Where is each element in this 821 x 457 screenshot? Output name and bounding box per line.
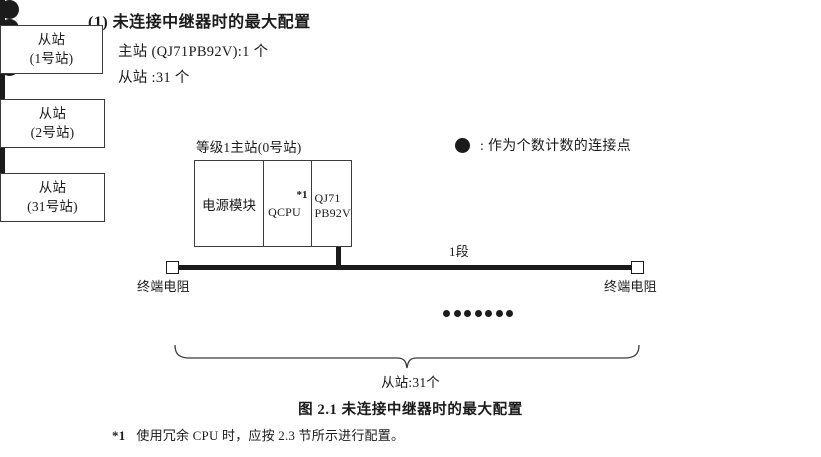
rack-cell-power-supply: 电源模块 — [195, 161, 265, 246]
terminator-left-icon — [166, 261, 179, 274]
ellipsis-dot-3 — [464, 310, 471, 317]
slave-count-brace — [174, 344, 640, 369]
ellipsis-dot-7 — [506, 310, 513, 317]
section-line-slave: 从站 :31 个 — [118, 70, 190, 86]
slave-ellipsis — [443, 310, 513, 317]
bus-segment-label: 1段 — [449, 244, 469, 259]
ellipsis-dot-5 — [485, 310, 492, 317]
slave-stations-layer: 从站 (1号站) 从站 (2号站) 从站 (31号站) — [0, 0, 105, 222]
figure-caption: 图 2.1 未连接中继器时的最大配置 — [298, 402, 523, 418]
master-rack-caption: 等级1主站(0号站) — [196, 140, 302, 155]
ellipsis-dot-2 — [453, 310, 461, 317]
slave-station-number-1: (1号站) — [29, 50, 74, 66]
slave-count-label: 从站:31个 — [381, 375, 440, 390]
master-module-label-line1: QJ71 — [314, 191, 341, 205]
section-title: 未连接中继器时的最大配置 — [112, 14, 311, 31]
slave-station-number-3: (31号站) — [27, 198, 78, 214]
slave-station-box-1: 从站 (1号站) — [0, 25, 103, 74]
slave-drop-line-3 — [0, 148, 5, 173]
footnote-marker: *1 — [112, 428, 126, 443]
ellipsis-dot-6 — [495, 310, 503, 317]
power-supply-label: 电源模块 — [202, 197, 257, 213]
bus-trunk-line — [176, 265, 637, 270]
ellipsis-dot-4 — [474, 310, 482, 317]
rack-cell-master-module: QJ71 PB92V — [312, 161, 351, 246]
terminator-left-label: 终端电阻 — [137, 279, 190, 294]
terminator-right-label: 终端电阻 — [604, 279, 657, 294]
slave-drop-line-2 — [0, 74, 5, 99]
legend-filled-circle-icon — [455, 138, 470, 153]
master-drop-line — [336, 247, 341, 268]
slave-drop-line-1 — [0, 0, 5, 25]
rack-cell-cpu: *1 QCPU — [264, 161, 312, 246]
cpu-label: QCPU — [268, 205, 301, 219]
section-line-master: 主站 (QJ71PB92V):1 个 — [118, 44, 269, 60]
master-module-label: QJ71 PB92V — [315, 191, 351, 221]
slave-station-name-3: 从站 — [38, 180, 67, 196]
slave-station-box-2: 从站 (2号站) — [0, 99, 105, 148]
legend-label: : 作为个数计数的连接点 — [480, 139, 631, 154]
slave-station-number-2: (2号站) — [30, 124, 75, 140]
cpu-footnote-marker: *1 — [296, 189, 308, 201]
footnote: *1 使用冗余 CPU 时，应按 2.3 节所示进行配置。 — [112, 425, 404, 444]
footnote-text: 使用冗余 CPU 时，应按 2.3 节所示进行配置。 — [136, 428, 405, 443]
master-rack: 电源模块 *1 QCPU QJ71 PB92V — [194, 160, 352, 247]
terminator-right-icon — [631, 261, 644, 274]
ellipsis-dot-1 — [443, 310, 450, 317]
slave-station-name-1: 从站 — [37, 32, 66, 48]
slave-station-box-3: 从站 (31号站) — [0, 173, 105, 222]
master-module-label-line2: PB92V — [314, 206, 351, 220]
slave-station-name-2: 从站 — [38, 106, 67, 122]
